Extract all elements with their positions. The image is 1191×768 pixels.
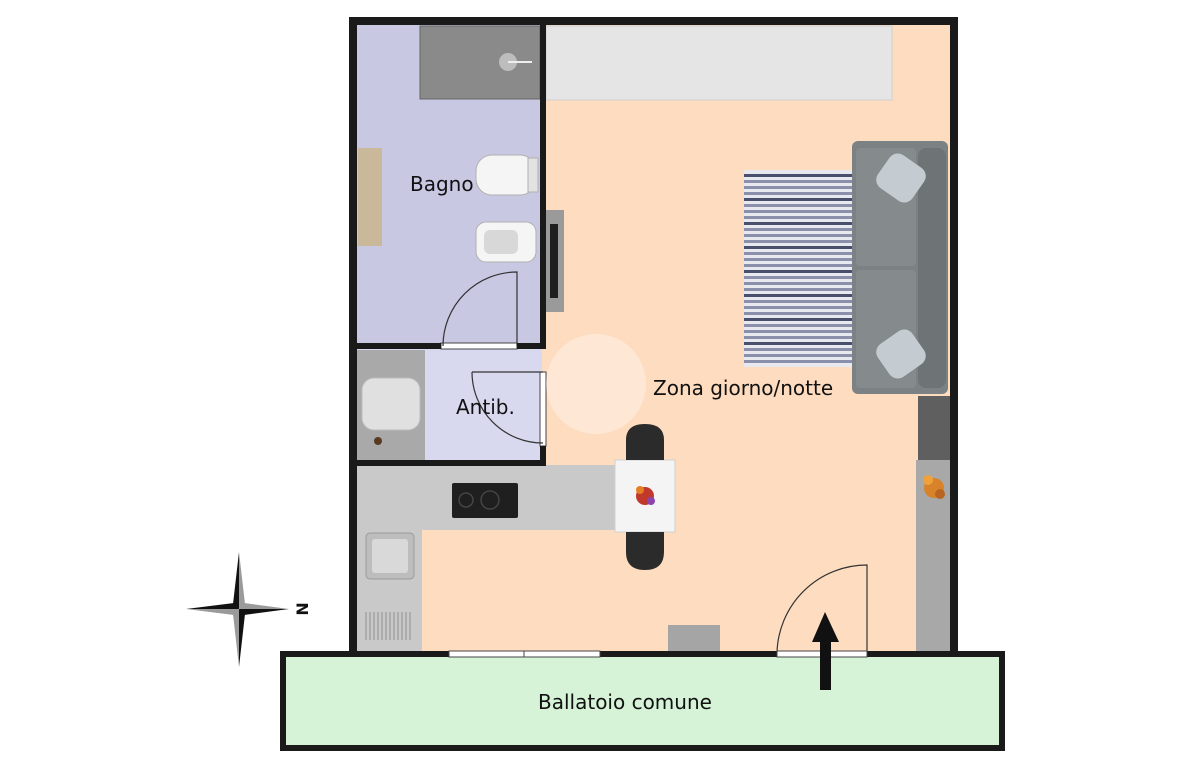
- sofa-icon: [852, 141, 948, 394]
- tv-icon: [546, 210, 564, 312]
- entrance-arrow-icon: [812, 612, 839, 690]
- room-label-zona-giorno-notte: Zona giorno/notte: [653, 376, 833, 400]
- ballatoio-floor: [284, 655, 1001, 748]
- shower-icon: [419, 25, 541, 100]
- chair-icon: [626, 532, 664, 570]
- toilet-icon: [475, 154, 539, 196]
- window: [448, 650, 601, 658]
- room-label-antibagno: Antib.: [456, 395, 515, 419]
- flower-vase-icon: [923, 475, 945, 499]
- walls: [280, 17, 1005, 751]
- bathroom-cabinet: [358, 148, 382, 246]
- entrance-door: [776, 564, 868, 654]
- rug-icon: [744, 170, 856, 367]
- room-label-bagno: Bagno: [410, 172, 474, 196]
- sink-icon: [365, 532, 415, 640]
- dining-table-icon: [614, 459, 676, 533]
- bidet-icon: [475, 221, 537, 263]
- antibagno-door: [471, 371, 547, 447]
- compass-rose-icon: [186, 552, 289, 667]
- right-cabinet-dark: [918, 396, 950, 460]
- washbasin-icon: [361, 377, 421, 445]
- room-label-ballatoio: Ballatoio comune: [538, 690, 712, 714]
- wardrobe: [545, 25, 893, 101]
- compass-north-label: N: [293, 602, 312, 615]
- chair-icon: [626, 424, 664, 460]
- cooktop-icon: [452, 483, 518, 518]
- watermark: [546, 334, 646, 434]
- small-cabinet: [668, 625, 720, 653]
